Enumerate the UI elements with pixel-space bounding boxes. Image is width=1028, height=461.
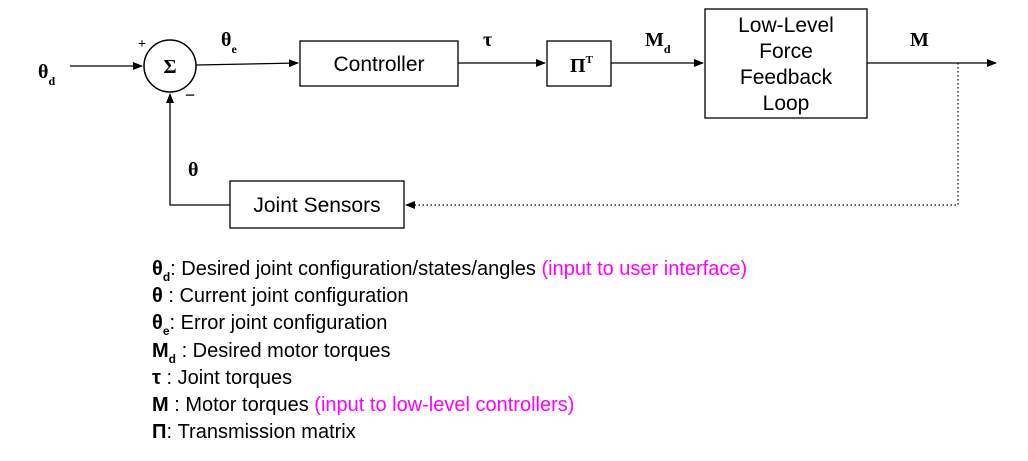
legend-symbol: θ xyxy=(152,312,163,335)
legend-note: (input to low-level controllers) xyxy=(314,393,575,416)
error-theta-e-label: θe xyxy=(221,29,237,56)
tau-label: τ xyxy=(483,29,492,51)
sigma-symbol: Σ xyxy=(163,56,176,78)
legend-symbol: M xyxy=(152,339,169,362)
legend-description: : Desired motor torques xyxy=(176,339,391,362)
pi-transpose-label: ΠT xyxy=(570,54,594,77)
controller-block xyxy=(299,40,459,87)
legend-row: θ : Current joint configuration xyxy=(152,283,747,310)
input-theta-d-label: θd xyxy=(38,61,55,88)
legend-row: Π: Transmission matrix xyxy=(152,419,747,446)
theta-feedback-arrow xyxy=(166,93,230,206)
legend-symbol: θ xyxy=(152,285,163,308)
legend-description: : Motor torques xyxy=(168,393,315,416)
legend-subscript: e xyxy=(162,324,170,339)
controller-label: Controller xyxy=(333,53,424,76)
transmission-transpose-block xyxy=(546,40,612,87)
sensor-feedback-dotted-line xyxy=(405,63,959,209)
legend-subscript: d xyxy=(168,351,177,366)
legend-row: τ : Joint torques xyxy=(152,365,747,392)
legend-row: Md : Desired motor torques xyxy=(152,338,747,366)
desired-torque-md-label: Md xyxy=(645,29,671,56)
symbol-legend: θd: Desired joint configuration/states/a… xyxy=(152,256,747,446)
legend-description: : Current joint configuration xyxy=(162,285,409,308)
joint-sensors-label: Joint Sensors xyxy=(253,194,380,217)
joint-sensors-block xyxy=(229,180,405,229)
legend-description: : Transmission matrix xyxy=(166,421,356,444)
plus-sign: + xyxy=(138,37,146,52)
legend-row: θd: Desired joint configuration/states/a… xyxy=(152,256,748,284)
legend-description: : Desired joint configuration/states/ang… xyxy=(170,258,542,280)
legend-symbol: τ xyxy=(152,366,161,389)
legend-subscript: d xyxy=(162,270,171,284)
error-arrow xyxy=(195,59,299,68)
legend-symbol: Π xyxy=(152,421,167,444)
output-m-label: M xyxy=(910,29,929,51)
low-level-label-line-1: Low-Level xyxy=(738,14,834,37)
low-level-label-line-4: Loop xyxy=(763,92,810,115)
legend-description: : Joint torques xyxy=(160,366,293,389)
legend-symbol: M xyxy=(152,393,169,416)
summing-junction: Σ xyxy=(143,39,197,93)
low-level-label-line-2: Force xyxy=(759,40,813,63)
feedback-theta-label: θ xyxy=(188,159,198,181)
minus-sign: − xyxy=(185,85,195,105)
legend-description: : Error joint configuration xyxy=(169,312,388,335)
legend-note: (input to user interface) xyxy=(541,258,748,280)
legend-symbol: θ xyxy=(152,258,163,280)
legend-row: θe: Error joint configuration xyxy=(152,310,747,339)
low-level-label-line-3: Feedback xyxy=(740,66,833,89)
legend-row: M : Motor torques (input to low-level co… xyxy=(152,392,747,419)
